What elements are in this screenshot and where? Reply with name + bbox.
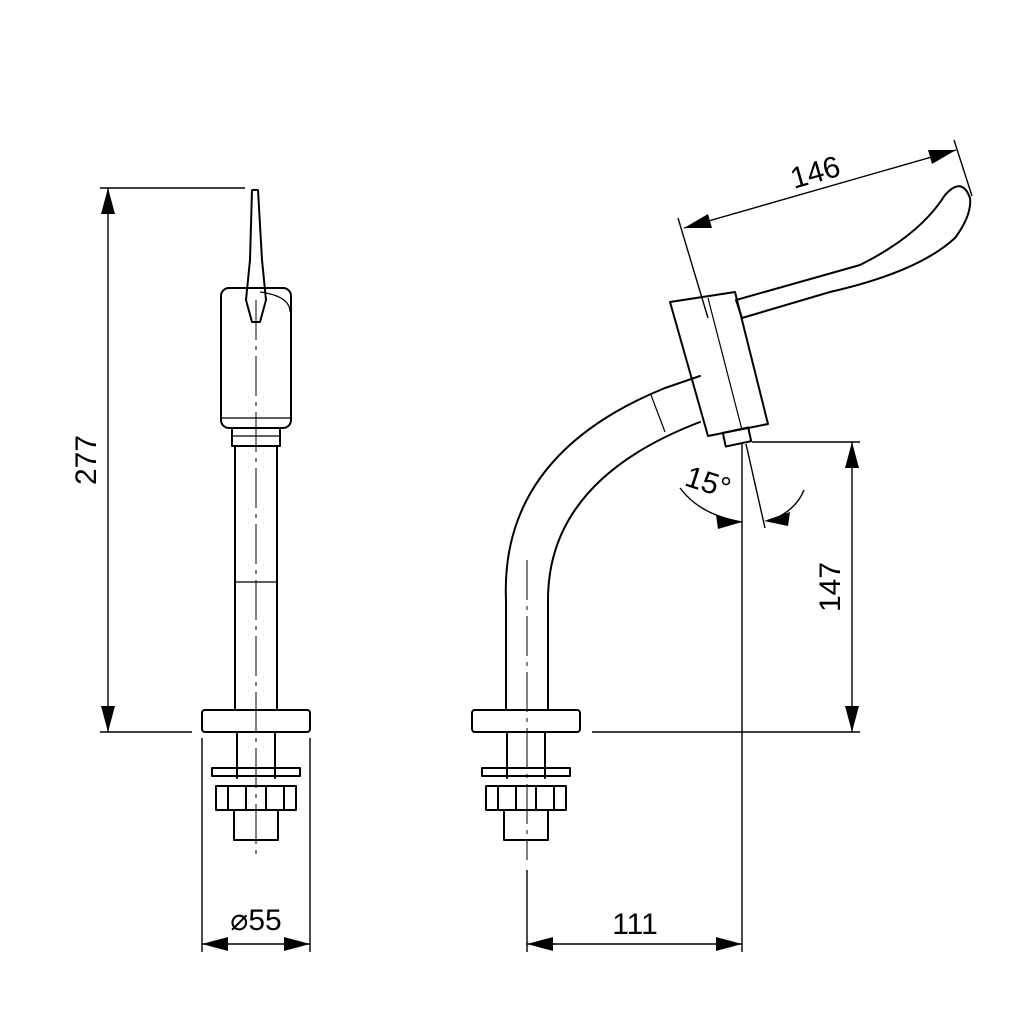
side-spout xyxy=(504,375,701,711)
base-diameter-label: ⌀55 xyxy=(230,904,281,937)
side-nut xyxy=(485,785,567,811)
dimension-base-diameter: ⌀55 xyxy=(201,738,311,952)
spout-reach-label: 111 xyxy=(612,908,658,941)
spout-height-label: 147 xyxy=(814,562,847,612)
dimension-spout-reach: 111 xyxy=(526,444,743,952)
dimension-spout-height: 147 xyxy=(592,441,860,733)
front-lever xyxy=(245,189,267,323)
dimension-total-height: 277 xyxy=(70,187,245,733)
dimension-lever-length: 146 xyxy=(677,139,973,319)
side-view xyxy=(471,185,972,860)
total-height-label: 277 xyxy=(70,435,103,485)
lever-length-label: 146 xyxy=(787,150,844,196)
front-view xyxy=(201,189,311,860)
side-outlet xyxy=(721,426,753,448)
side-valve-body xyxy=(669,291,769,437)
front-nut xyxy=(215,785,297,811)
side-washer xyxy=(481,767,571,777)
side-base-plate xyxy=(471,709,581,733)
side-lever-handle xyxy=(735,185,972,319)
